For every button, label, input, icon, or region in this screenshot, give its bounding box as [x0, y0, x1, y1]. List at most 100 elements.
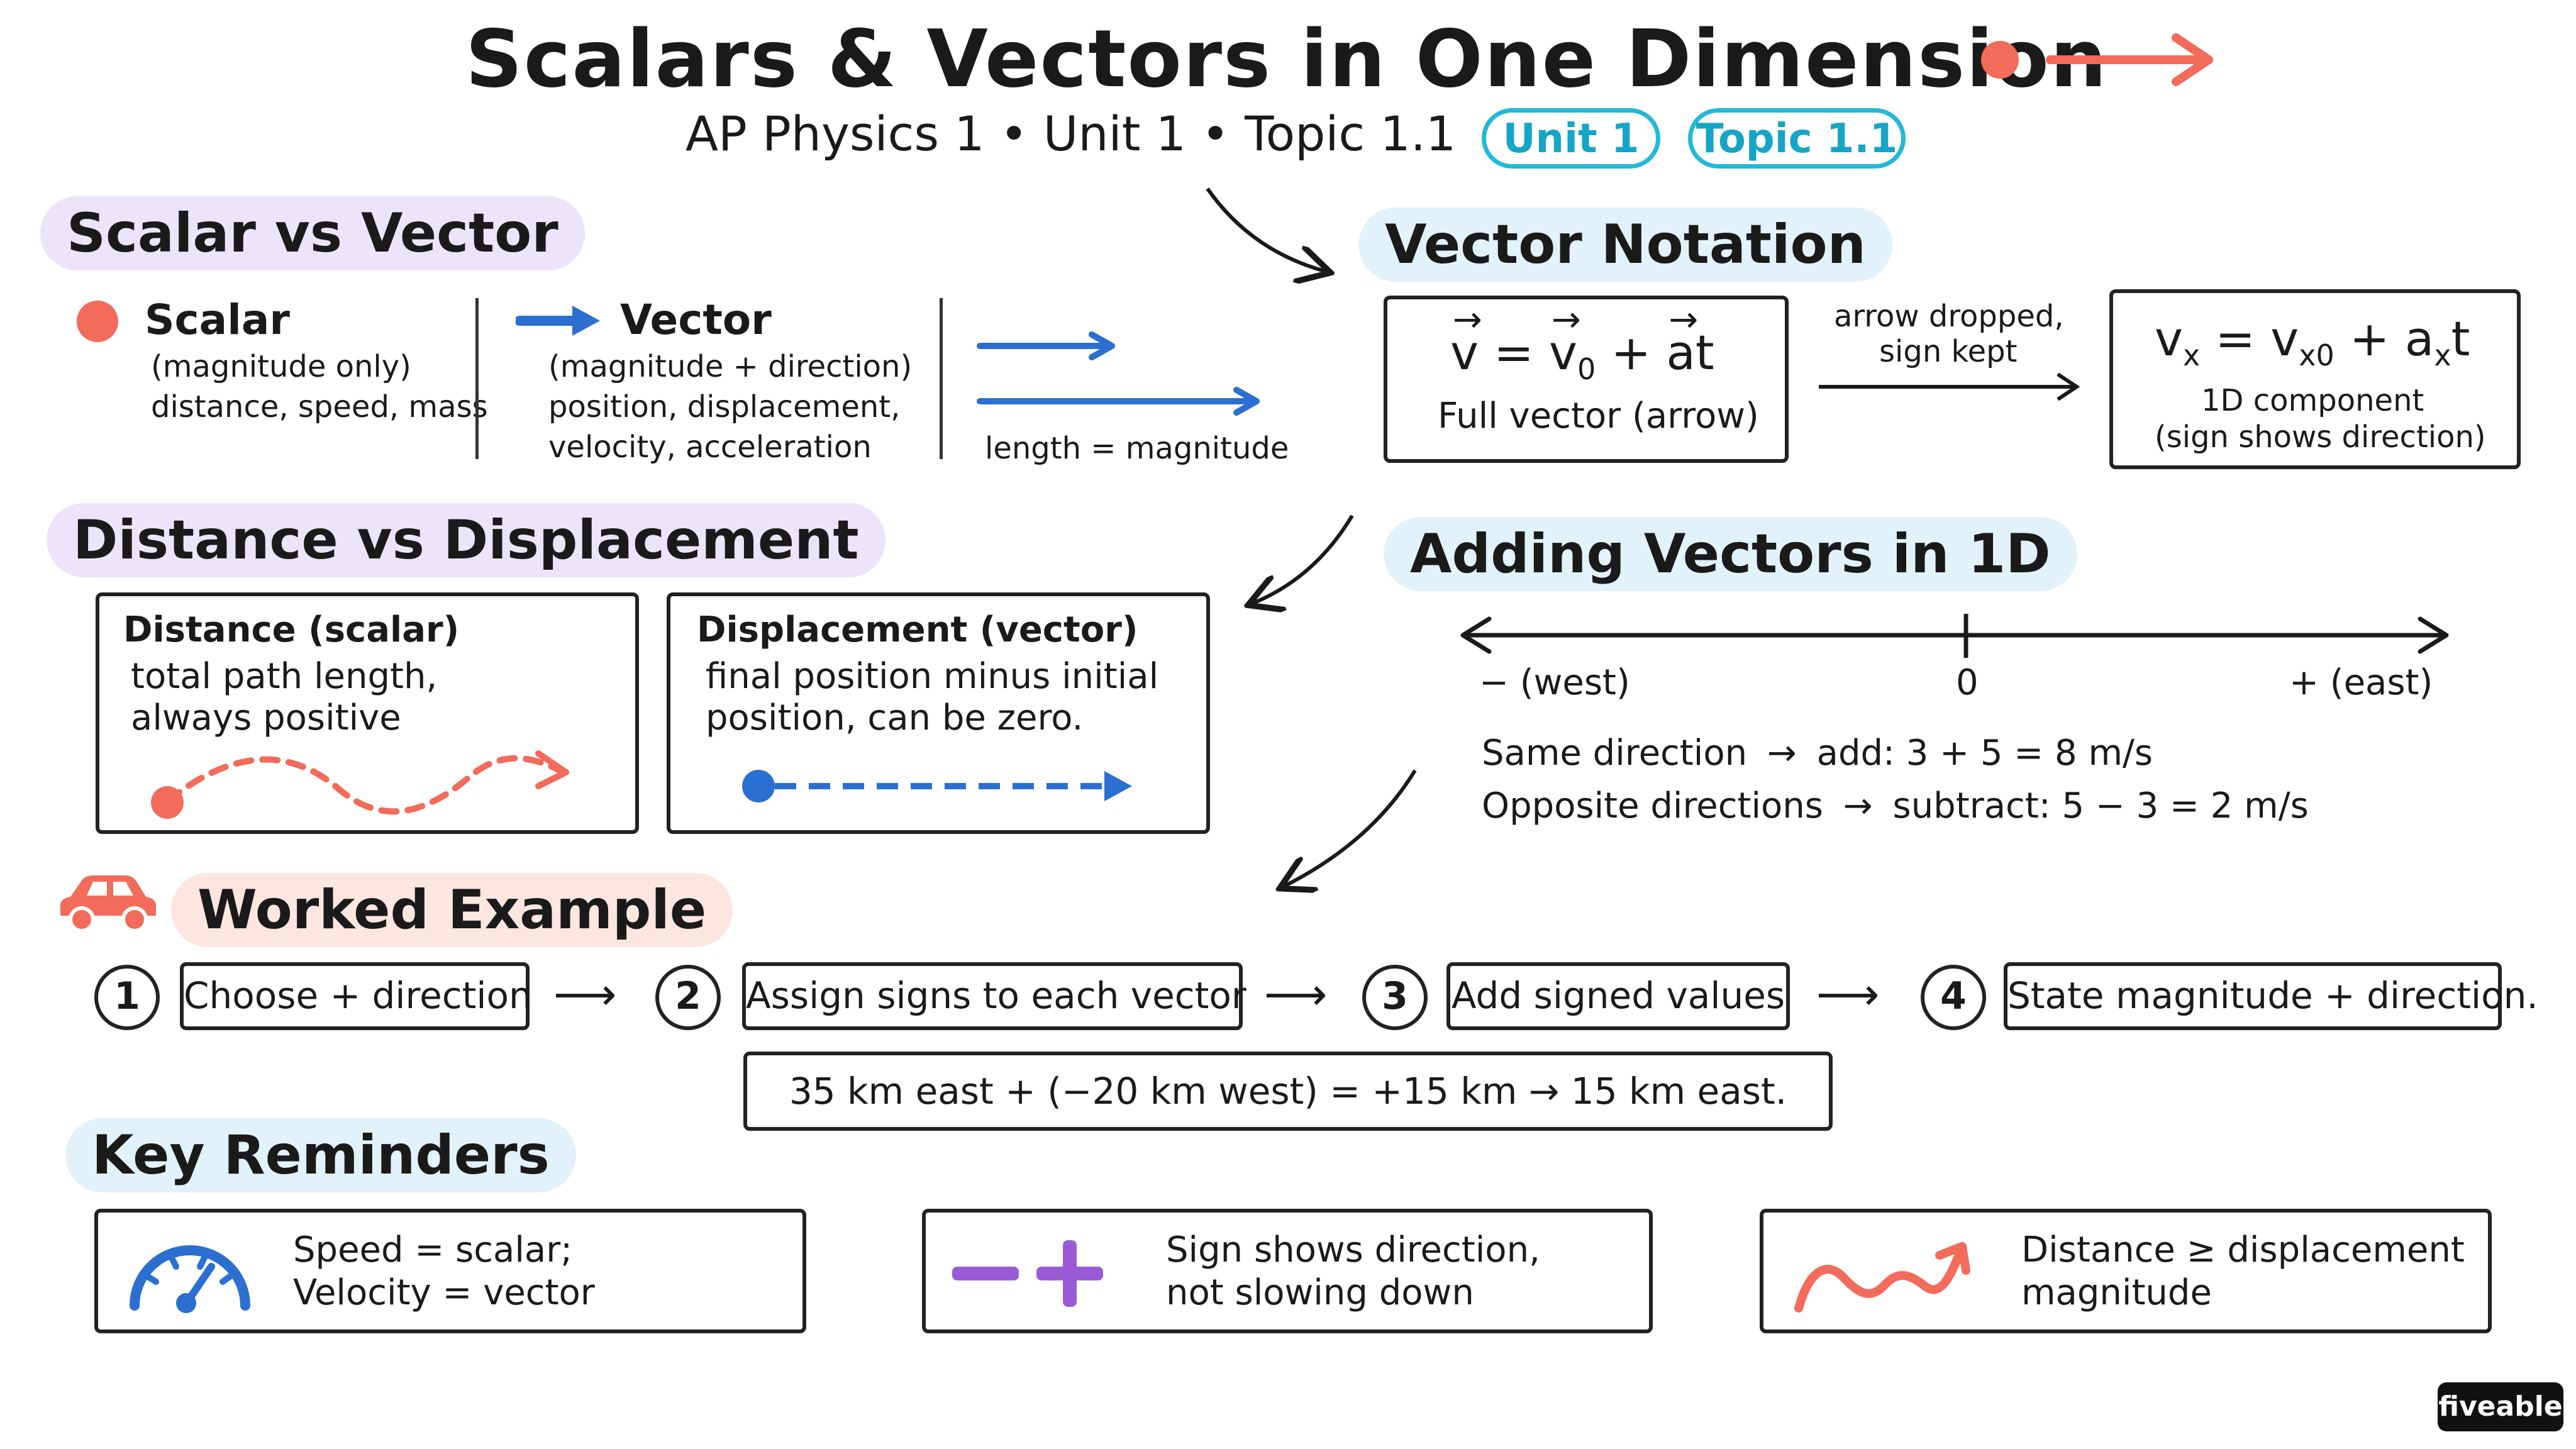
symbol-v0: v	[1549, 325, 1577, 380]
divider	[475, 298, 479, 459]
symbol-equals: =	[1494, 325, 1534, 380]
opposite-direction-arrow: →	[1843, 786, 1873, 826]
axis-zero-label: 0	[1956, 662, 1979, 703]
symbol-vx: v	[2155, 311, 2183, 367]
symbol-v: v	[2270, 311, 2299, 367]
page-subtitle: AP Physics 1 • Unit 1 • Topic 1.1	[686, 106, 1457, 162]
length-note: length = magnitude	[985, 431, 1289, 466]
subscript-x: x	[2182, 338, 2201, 373]
number-line	[1460, 614, 2449, 658]
fiveable-logo: fiveable	[2438, 1382, 2563, 1431]
symbol-a: a	[2404, 311, 2434, 367]
vector-line1: (magnitude + direction)	[548, 349, 913, 384]
vector-line2: position, displacement,	[548, 389, 901, 425]
full-vector-formula: →v = →v0 + →at	[1450, 299, 1714, 387]
page-title: Scalars & Vectors in One Dimension	[465, 13, 2108, 105]
section-vector-notation: Vector Notation	[1358, 208, 1892, 282]
axis-east-label: + (east)	[2289, 662, 2433, 703]
step-arrow: ⟶	[553, 969, 617, 1020]
subscript-x0: x0	[2299, 338, 2334, 373]
car-icon	[60, 875, 156, 933]
scalar-line1: (magnitude only)	[151, 349, 411, 384]
header-arrow-icon	[1981, 33, 2213, 86]
dashed-arrow-icon	[742, 770, 1132, 802]
step-4-box: State magnitude + direction.	[2004, 962, 2538, 1030]
distance-line2: always positive	[131, 697, 401, 738]
notation-note-line2: sign kept	[1879, 334, 2018, 369]
subscript-0: 0	[1577, 352, 1596, 387]
section-distance-vs-displacement: Distance vs Displacement	[47, 503, 886, 577]
step-3-box: Add signed values	[1446, 962, 1790, 1030]
displacement-line1: final position minus initial	[706, 656, 1159, 697]
step-4-number: 4	[1921, 965, 1986, 1030]
step-arrow: ⟶	[1264, 969, 1328, 1020]
section-worked-example: Worked Example	[171, 873, 733, 947]
reminder-3-line2: magnitude	[2021, 1272, 2212, 1313]
step-3-number: 3	[1362, 965, 1428, 1030]
notation-note-line1: arrow dropped,	[1834, 299, 2064, 334]
wavy-arrow-icon	[1794, 1242, 1970, 1313]
step-2-box: Assign signs to each vector	[742, 962, 1246, 1030]
symbol-t: t	[1695, 325, 1714, 380]
section-key-reminders: Key Reminders	[65, 1118, 576, 1192]
scalar-dot-icon	[77, 301, 118, 342]
reminder-card-distance: Distance ≥ displacement magnitude	[1760, 1209, 2492, 1333]
vector-line3: velocity, acceleration	[548, 430, 872, 465]
divider	[940, 298, 943, 459]
displacement-line2: position, can be zero.	[706, 697, 1084, 738]
distance-line1: total path length,	[131, 656, 438, 697]
reminder-1-line1: Speed = scalar;	[293, 1230, 573, 1270]
example-calculation-box: 35 km east + (−20 km west) = +15 km → 15…	[743, 1052, 1833, 1131]
displacement-box: Displacement (vector) final position min…	[667, 592, 1210, 834]
symbol-a: a	[1666, 325, 1696, 380]
notation-arrow-icon	[1819, 372, 2080, 401]
symbol-equals: =	[2215, 311, 2256, 367]
axis-west-label: − (west)	[1479, 662, 1630, 703]
step-arrow: ⟶	[1816, 969, 1880, 1020]
reminder-2-line1: Sign shows direction,	[1166, 1230, 1540, 1270]
component-caption2: (sign shows direction)	[2155, 419, 2486, 455]
full-vector-box: →v = →v0 + →at Full vector (arrow)	[1384, 296, 1789, 463]
plus-icon	[1036, 1240, 1103, 1307]
same-direction-arrow: →	[1767, 733, 1797, 774]
distance-box: Distance (scalar) total path length, alw…	[96, 592, 639, 834]
tag-topic: Topic 1.1	[1688, 108, 1906, 169]
vector-title: Vector	[620, 296, 772, 344]
component-caption1: 1D component	[2201, 383, 2424, 418]
scalar-line2: distance, speed, mass	[151, 389, 488, 425]
section-adding-vectors: Adding Vectors in 1D	[1384, 517, 2077, 591]
symbol-v: v	[1450, 325, 1479, 380]
distance-title: Distance (scalar)	[123, 609, 460, 650]
symbol-t: t	[2451, 311, 2470, 367]
full-vector-caption: Full vector (arrow)	[1438, 396, 1759, 436]
subscript-x: x	[2434, 338, 2451, 373]
step-1-box: Choose + direction	[180, 962, 532, 1030]
wavy-path-icon	[151, 750, 569, 819]
opposite-direction-text: subtract: 5 − 3 = 2 m/s	[1892, 786, 2309, 826]
symbol-plus: +	[2349, 311, 2390, 367]
component-formula: vx = vx0 + axt	[2155, 311, 2470, 372]
step-2-number: 2	[655, 965, 721, 1030]
speedometer-icon	[130, 1245, 250, 1313]
scalar-title: Scalar	[145, 296, 290, 344]
reminder-2-line2: not slowing down	[1166, 1272, 1474, 1313]
section-scalar-vs-vector: Scalar vs Vector	[40, 196, 585, 270]
reminder-card-speed: Speed = scalar; Velocity = vector	[94, 1209, 806, 1333]
displacement-title: Displacement (vector)	[697, 609, 1138, 650]
same-direction-row: Same direction → add: 3 + 5 = 8 m/s	[1482, 732, 2153, 775]
minus-icon	[952, 1267, 1019, 1280]
reminder-3-line1: Distance ≥ displacement	[2021, 1230, 2465, 1270]
length-arrows-icon	[977, 331, 1260, 416]
same-direction-label: Same direction	[1482, 733, 1748, 774]
component-box: vx = vx0 + axt 1D component (sign shows …	[2109, 289, 2521, 469]
opposite-direction-row: Opposite directions → subtract: 5 − 3 = …	[1482, 785, 2309, 828]
opposite-direction-label: Opposite directions	[1482, 786, 1823, 826]
tag-unit: Unit 1	[1482, 108, 1660, 169]
step-1-number: 1	[94, 965, 160, 1030]
reminder-card-sign: Sign shows direction, not slowing down	[922, 1209, 1653, 1333]
reminder-1-line2: Velocity = vector	[293, 1272, 595, 1313]
same-direction-text: add: 3 + 5 = 8 m/s	[1816, 733, 2153, 774]
vector-arrow-icon	[516, 306, 600, 336]
symbol-plus: +	[1611, 325, 1652, 380]
